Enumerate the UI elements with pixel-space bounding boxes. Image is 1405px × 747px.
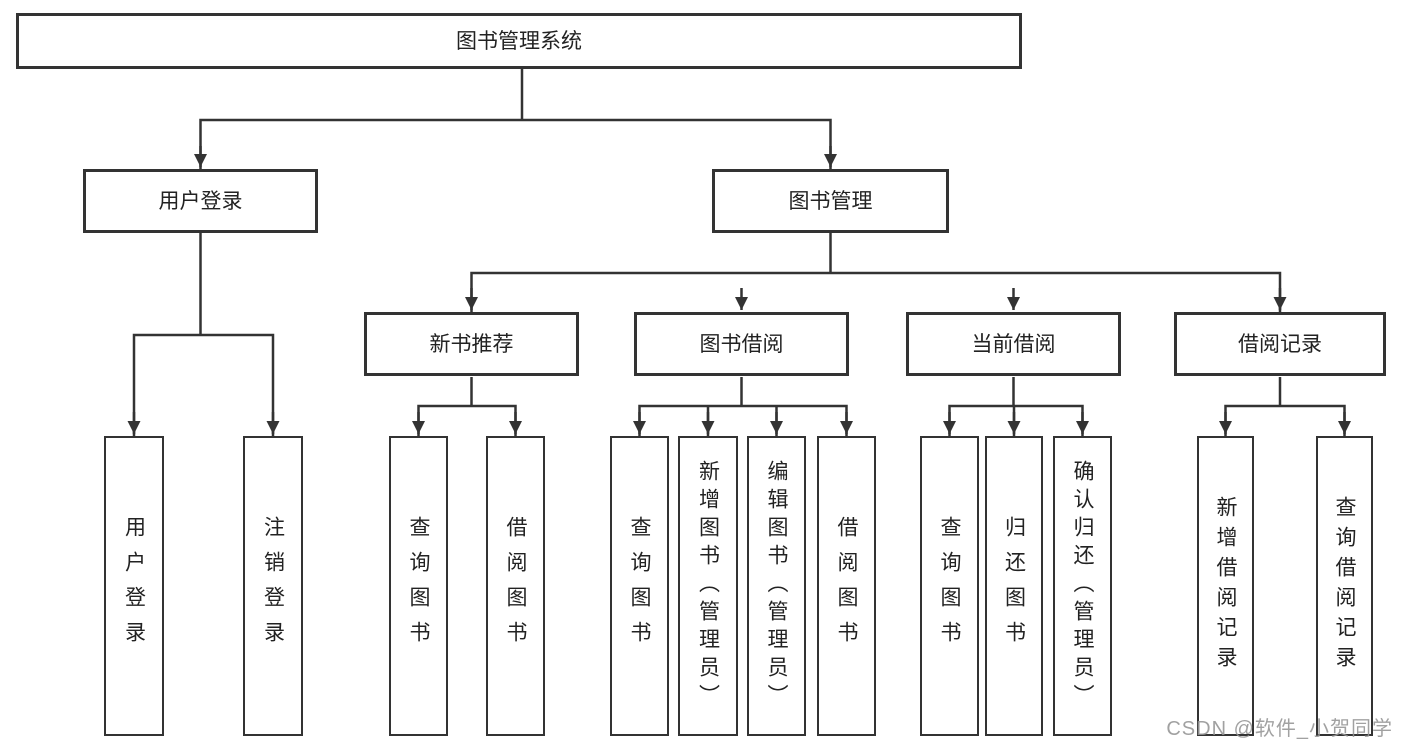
leaf-add-books-admin: 新增图书（管理员） bbox=[678, 436, 738, 736]
csdn-watermark: CSDN @软件_小贺同学 bbox=[1166, 718, 1393, 740]
leaf-confirm-return-admin: 确认归还（管理员） bbox=[1053, 436, 1112, 736]
leaf-query-borrow-record: 查询借阅记录 bbox=[1316, 436, 1373, 736]
leaf-logout: 注销登录 bbox=[243, 436, 303, 736]
node-book-management-module: 图书管理 bbox=[712, 169, 949, 233]
leaf-return-books: 归还图书 bbox=[985, 436, 1043, 736]
node-new-book-recommendation: 新书推荐 bbox=[364, 312, 579, 376]
leaf-edit-books-admin: 编辑图书（管理员） bbox=[747, 436, 806, 736]
node-user-login-module: 用户登录 bbox=[83, 169, 318, 233]
leaf-borrow-books: 借阅图书 bbox=[817, 436, 876, 736]
node-library-management-system: 图书管理系统 bbox=[16, 13, 1022, 69]
node-borrowing-records: 借阅记录 bbox=[1174, 312, 1386, 376]
leaf-query-books-current: 查询图书 bbox=[920, 436, 979, 736]
leaf-query-books-recommend: 查询图书 bbox=[389, 436, 448, 736]
leaf-user-login: 用户登录 bbox=[104, 436, 164, 736]
leaf-borrow-books-recommend: 借阅图书 bbox=[486, 436, 545, 736]
node-current-borrowing: 当前借阅 bbox=[906, 312, 1121, 376]
node-book-borrowing: 图书借阅 bbox=[634, 312, 849, 376]
leaf-add-borrow-record: 新增借阅记录 bbox=[1197, 436, 1254, 736]
leaf-query-books-borrowing: 查询图书 bbox=[610, 436, 669, 736]
